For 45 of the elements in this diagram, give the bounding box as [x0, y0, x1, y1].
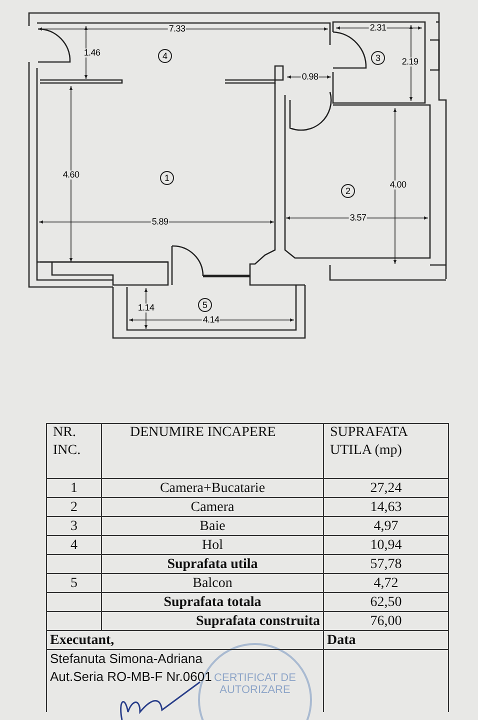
callout-number: 3 [371, 51, 385, 65]
area-value: 76,00 [324, 612, 448, 630]
area-value: 10,94 [324, 536, 448, 554]
executant-label: Executant, [46, 630, 324, 650]
total-label: Suprafata construita [102, 612, 324, 630]
dimension-label: 4.60 [62, 170, 80, 180]
area-value: 4,97 [324, 516, 448, 536]
room-number: 5 [46, 574, 102, 592]
column-header: SUPRAFATA UTILA (mp) [324, 424, 448, 478]
dimension-label: 2.31 [368, 24, 388, 32]
room-number: 1 [46, 478, 102, 498]
stamp-text: CERTIFICAT DE AUTORIZARE [213, 672, 297, 696]
area-value: 57,78 [324, 554, 448, 574]
dimension-label: 1.14 [136, 304, 156, 312]
room-number: 2 [46, 498, 102, 516]
area-value: 62,50 [324, 592, 448, 612]
room-name: Balcon [102, 574, 324, 592]
room-name: Camera+Bucatarie [102, 478, 324, 498]
dimension-label: 2.19 [400, 58, 420, 66]
total-label: Suprafata totala [102, 592, 324, 612]
room-name: Baie [102, 516, 324, 536]
room-number: 4 [46, 536, 102, 554]
authorization-number: Aut.Seria RO-MB-F Nr.0601 [50, 668, 212, 686]
area-value: 4,72 [324, 574, 448, 592]
column-header: DENUMIRE INCAPERE [102, 424, 324, 478]
callout-number: 4 [158, 49, 172, 63]
callout-number: 5 [198, 298, 212, 312]
dimension-label: 4.00 [388, 180, 408, 190]
dimension-label: 1.46 [82, 48, 102, 58]
room-number: 3 [46, 516, 102, 536]
room-name: Camera [102, 498, 324, 516]
room-name: Hol [102, 536, 324, 554]
dimension-label: 3.57 [348, 214, 368, 222]
executant-name: Stefanuta Simona-Adriana [50, 650, 202, 668]
dimension-label: 0.98 [300, 72, 320, 82]
callout-number: 2 [341, 184, 355, 198]
date-label: Data [324, 630, 448, 650]
area-value: 27,24 [324, 478, 448, 498]
dimension-label: 5.89 [150, 218, 170, 226]
dimension-label: 7.33 [168, 24, 186, 34]
dimension-label: 4.14 [202, 316, 220, 324]
callout-number: 1 [160, 171, 174, 185]
total-label: Suprafata utila [102, 554, 324, 574]
column-header: NR. INC. [46, 424, 102, 478]
area-value: 14,63 [324, 498, 448, 516]
